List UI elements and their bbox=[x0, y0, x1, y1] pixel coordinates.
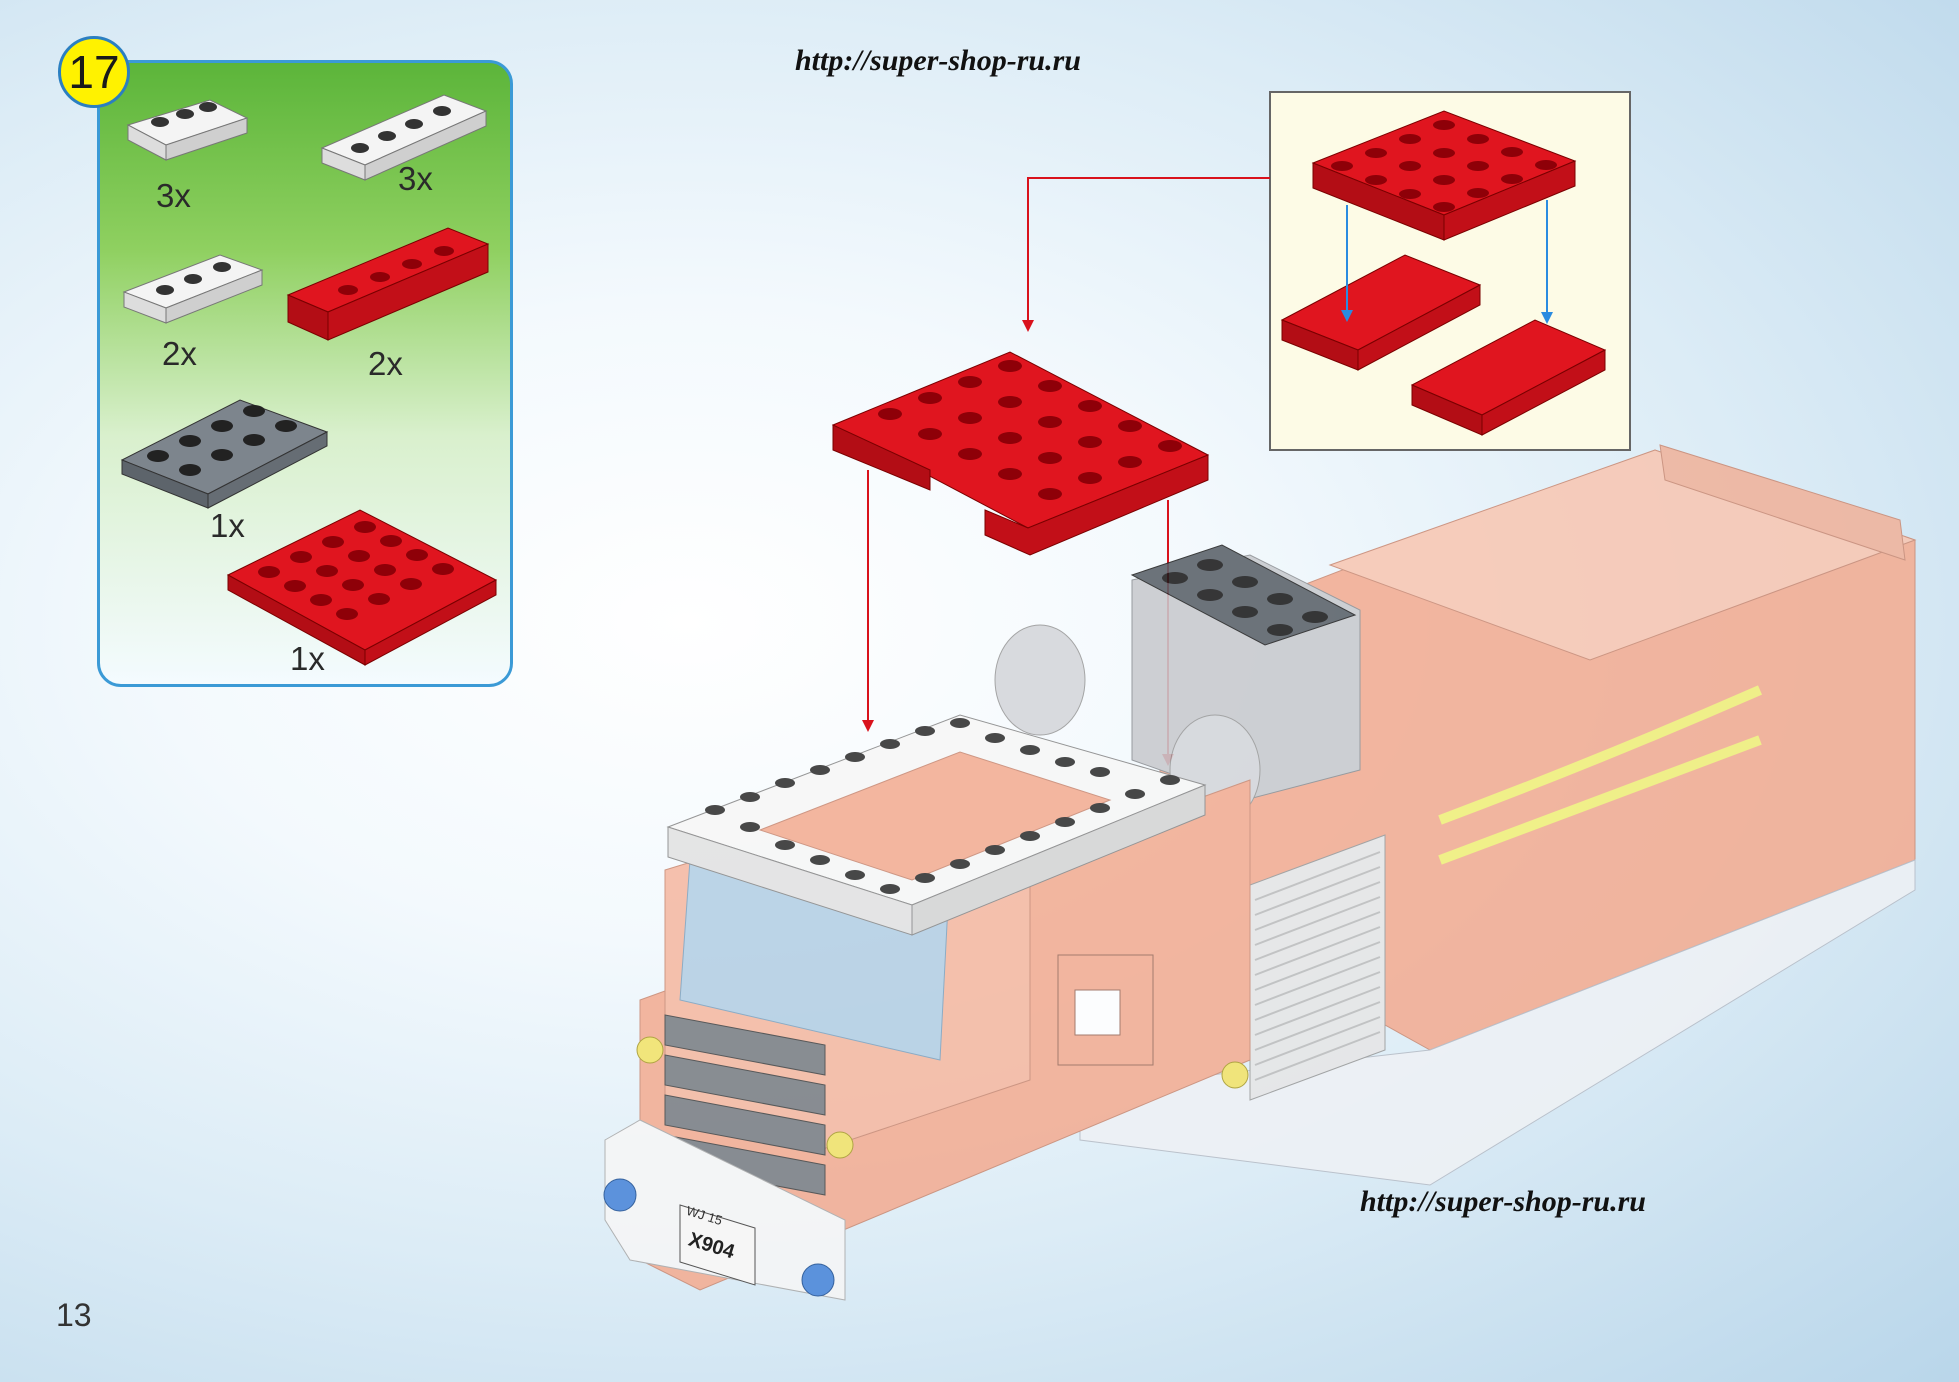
qty-white-plate-4: 3x bbox=[398, 160, 433, 197]
part-white-tile-3 bbox=[126, 99, 249, 161]
qty-white-tile: 3x bbox=[156, 177, 191, 214]
detail-red-plate bbox=[1311, 110, 1577, 241]
part-red-4x6-plate bbox=[226, 509, 498, 666]
part-white-plate-4 bbox=[320, 94, 488, 181]
qty-red-plate: 1x bbox=[290, 640, 325, 677]
detail-red-slope-right bbox=[1410, 319, 1607, 436]
detail-red-slope-left bbox=[1280, 254, 1482, 371]
page-number: 13 bbox=[56, 1297, 92, 1333]
watermark-url-bottom: http://super-shop-ru.ru bbox=[1360, 1185, 1646, 1218]
qty-white-plate-3: 2x bbox=[162, 335, 197, 372]
part-red-slope-plate bbox=[286, 227, 490, 341]
roof-red-plate bbox=[831, 351, 1210, 556]
part-white-plate-3 bbox=[122, 254, 264, 324]
qty-gray-plate: 1x bbox=[210, 507, 245, 544]
license-plate bbox=[679, 1204, 756, 1286]
qty-red-slope: 2x bbox=[368, 345, 403, 382]
watermark-url-top: http://super-shop-ru.ru bbox=[795, 44, 1081, 77]
callout-arrow bbox=[1027, 177, 1270, 328]
part-gray-plate bbox=[120, 399, 329, 509]
step-number-badge: 17 bbox=[58, 36, 130, 108]
fire-truck-model bbox=[603, 444, 1917, 1301]
